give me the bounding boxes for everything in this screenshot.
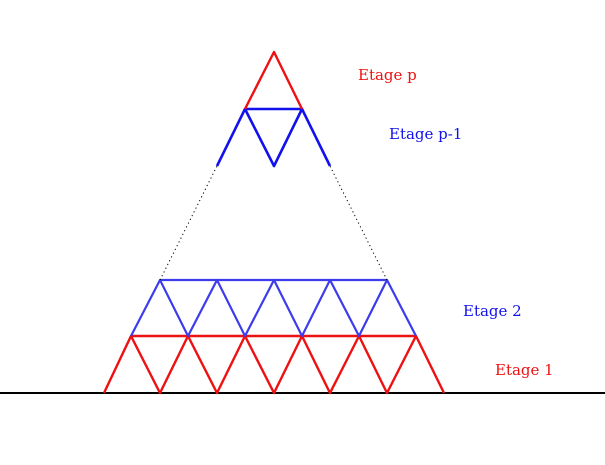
- label-etage-p-minus-1: Etage p-1: [389, 125, 462, 143]
- etage-p-triangle: [243, 50, 304, 110]
- etage-1-triangles: [102, 334, 446, 395]
- etage-p-minus-1-triangles: [215, 107, 332, 168]
- label-etage-1: Etage 1: [495, 361, 554, 379]
- label-etage-p: Etage p: [358, 66, 417, 84]
- dotted-sides: [159, 165, 388, 281]
- etage-2-triangles: [130, 278, 417, 338]
- label-etage-2: Etage 2: [463, 302, 522, 320]
